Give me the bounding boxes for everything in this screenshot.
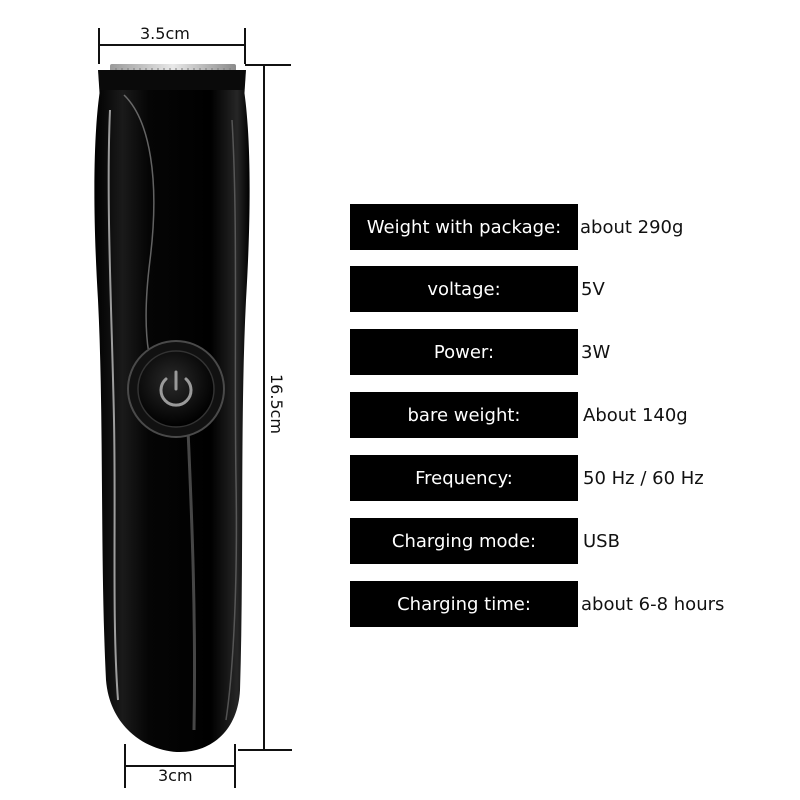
dim-right-tick-top [245,64,291,66]
spec-value: about 290g [580,216,684,238]
spec-value: 5V [581,278,605,300]
dim-height-label: 16.5cm [267,373,287,435]
dim-right-line [263,64,265,750]
dim-bottom-tick-left [124,744,126,788]
spec-label: Charging mode: [350,518,578,564]
spec-label: voltage: [350,266,578,312]
spec-value: 50 Hz / 60 Hz [583,467,704,489]
spec-label: Power: [350,329,578,375]
spec-value: About 140g [583,404,688,426]
spec-label: Charging time: [350,581,578,627]
dim-right-tick-bottom [238,749,292,751]
dim-bottom-line [124,765,235,767]
dim-top-line [98,44,245,46]
dim-top-tick-left [98,28,100,64]
dim-top-tick-right [244,28,246,64]
spec-value: about 6-8 hours [581,593,725,615]
power-icon [159,370,193,407]
hair-trimmer-image [94,64,250,752]
spec-value: USB [583,530,620,552]
dim-bottom-tick-right [234,744,236,788]
spec-label: bare weight: [350,392,578,438]
dim-top-width-label: 3.5cm [140,24,190,43]
spec-value: 3W [581,341,611,363]
dim-bottom-width-label: 3cm [158,766,193,785]
spec-label: Weight with package: [350,204,578,250]
spec-label: Frequency: [350,455,578,501]
